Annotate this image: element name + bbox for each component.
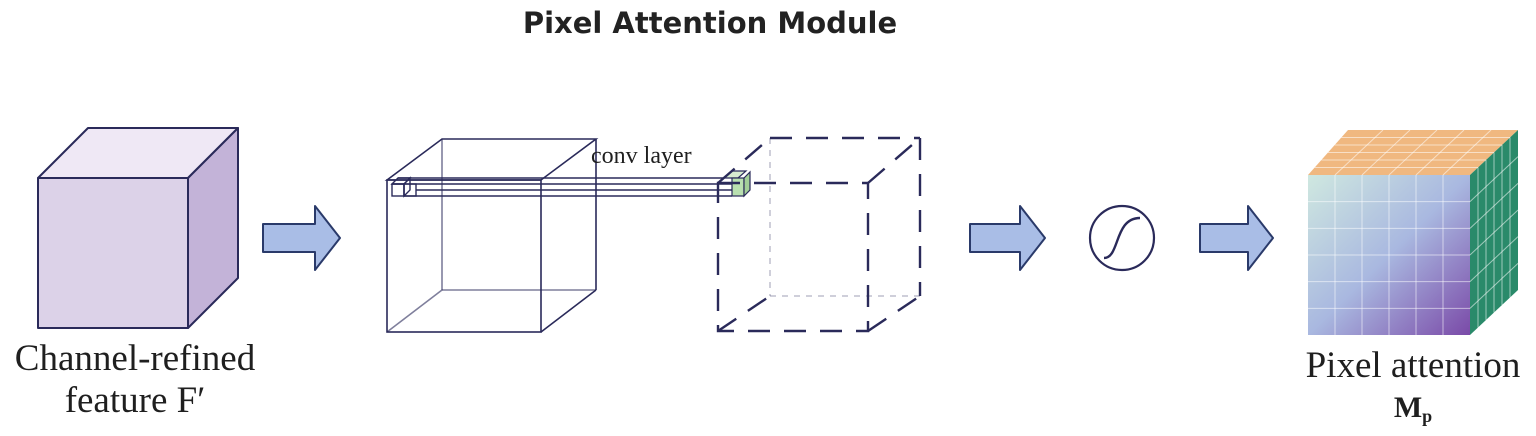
diagram-title: Pixel Attention Module [522,6,898,40]
sigmoid-icon [1088,204,1156,272]
arrow-1 [262,205,341,271]
pixel-attention-label: Pixel attention Mp [1290,346,1536,436]
conv-layer-label: conv layer [591,143,692,169]
pixel-attention-symbol-main: M [1393,391,1423,424]
input-feature-label: Channel-refined feature F′ [0,338,270,422]
arrow-2 [969,205,1046,271]
input-feature-label-line2: feature F′ [64,380,206,421]
output-dashed-cube [716,136,922,333]
pixel-attention-symbol-sub: p [1422,406,1433,426]
output-dashed-cube-back [769,138,920,297]
arrow-3 [1199,205,1274,271]
input-feature-label-line1: Channel-refined [14,338,256,379]
pixel-attention-symbol: Mp [1290,386,1536,436]
pixel-attention-label-line1: Pixel attention [1305,345,1521,386]
conv-beam [392,177,732,197]
pixel-grid-line [1469,262,1519,309]
input-feature-cube [37,127,239,329]
pixel-attention-cube [1308,129,1519,335]
conv-wireframe-cube [384,138,599,333]
input-cube-front [37,177,189,329]
